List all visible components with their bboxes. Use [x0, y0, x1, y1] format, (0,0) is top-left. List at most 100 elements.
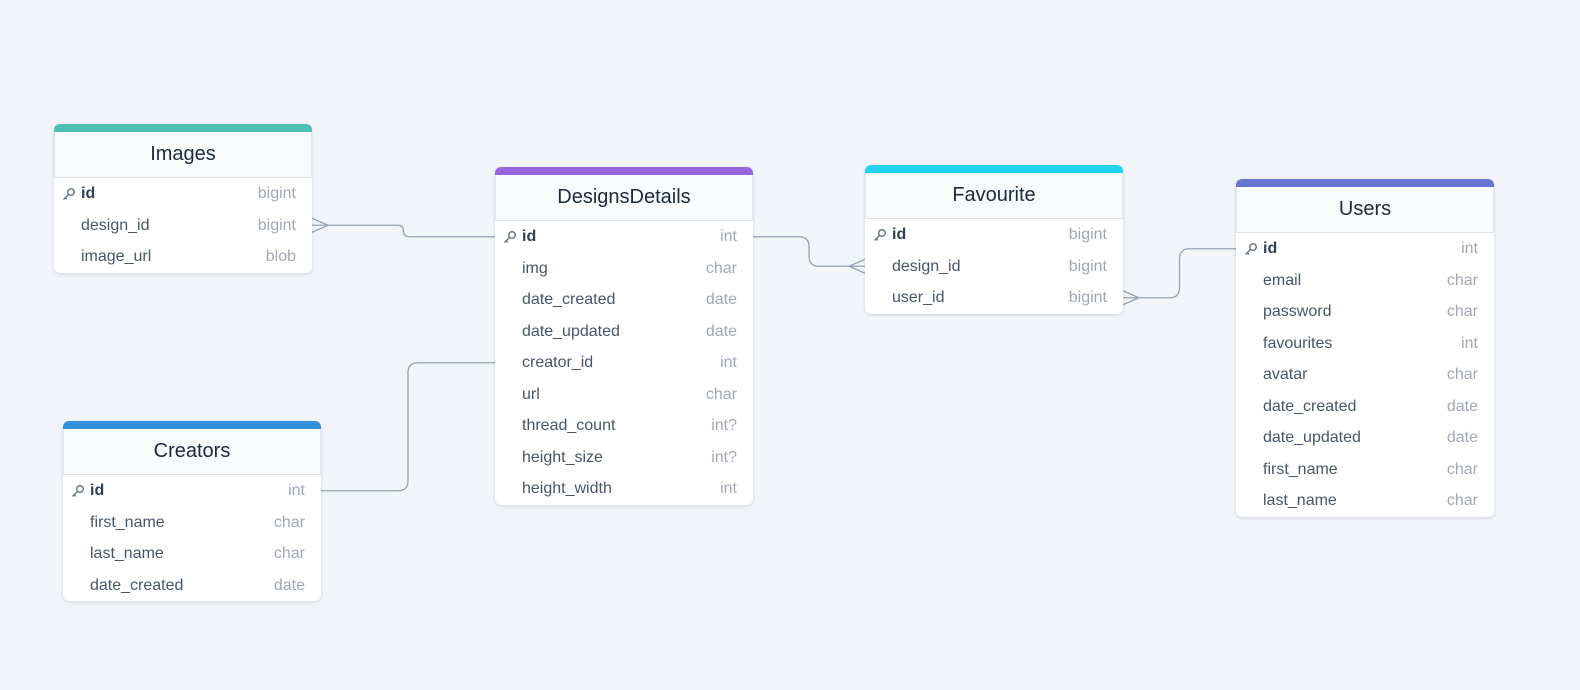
field-name: password — [1263, 303, 1332, 320]
field-row-image-url[interactable]: image_url blob — [54, 241, 312, 273]
field-type: char — [273, 513, 305, 531]
field-name: first_name — [90, 513, 165, 531]
field-name: email — [1263, 271, 1302, 289]
field-row-last-name[interactable]: last_name char — [63, 538, 321, 570]
field-row-favourites[interactable]: favourites int — [1236, 328, 1494, 360]
field-type: bigint — [257, 216, 296, 234]
field-type: char — [1446, 303, 1478, 320]
field-type: date — [273, 576, 305, 594]
field-type: char — [705, 385, 737, 403]
field-name: id — [892, 226, 907, 243]
table-title[interactable]: DesignsDetails — [495, 175, 753, 221]
table-accent-bar — [865, 165, 1123, 173]
relation-line-1 — [321, 362, 495, 492]
table-title[interactable]: Favourite — [865, 173, 1123, 219]
key-icon — [874, 229, 886, 241]
field-type: int — [288, 482, 305, 499]
table-title[interactable]: Images — [54, 132, 312, 178]
field-row-email[interactable]: email char — [1236, 265, 1494, 297]
field-name: date_created — [90, 576, 184, 594]
field-name: thread_count — [522, 417, 616, 434]
field-row-id[interactable]: id int — [495, 221, 753, 253]
field-row-date-updated[interactable]: date_updated date — [495, 316, 753, 348]
field-name: last_name — [1263, 492, 1337, 509]
field-name: url — [522, 385, 540, 403]
field-row-id[interactable]: id int — [1236, 233, 1494, 265]
field-name: img — [522, 259, 548, 277]
field-type: int — [1461, 240, 1478, 257]
relation-line-3 — [1123, 248, 1236, 299]
field-name: date_updated — [522, 322, 620, 340]
field-type: char — [273, 545, 305, 562]
field-type: bigint — [1068, 257, 1107, 275]
field-type: int? — [711, 448, 737, 466]
table-users[interactable]: Users id int email char password char favourite… — [1236, 179, 1494, 517]
field-name: id — [1263, 240, 1278, 257]
field-row-id[interactable]: id bigint — [54, 178, 312, 210]
field-type: char — [1446, 460, 1478, 478]
field-type: bigint — [1068, 289, 1107, 306]
field-type: date — [1446, 397, 1478, 415]
field-name: favourites — [1263, 334, 1333, 352]
crows-foot-marker — [847, 258, 866, 274]
field-type: date — [705, 322, 737, 340]
field-row-id[interactable]: id bigint — [865, 219, 1123, 251]
field-type: bigint — [1068, 226, 1107, 243]
field-type: char — [1446, 366, 1478, 383]
field-row-first-name[interactable]: first_name char — [63, 507, 321, 539]
field-row-password[interactable]: password char — [1236, 296, 1494, 328]
field-name: id — [81, 185, 96, 202]
key-icon — [504, 231, 516, 243]
field-row-creator-id[interactable]: creator_id int — [495, 347, 753, 379]
field-type: int — [720, 228, 737, 245]
field-name: image_url — [81, 248, 152, 265]
field-name: creator_id — [522, 354, 594, 371]
table-accent-bar — [495, 167, 753, 175]
field-row-date-created[interactable]: date_created date — [1236, 391, 1494, 423]
field-type: bigint — [257, 185, 296, 202]
table-accent-bar — [54, 124, 312, 132]
key-icon — [1245, 243, 1257, 255]
field-row-date-created[interactable]: date_created date — [495, 284, 753, 316]
field-name: id — [522, 228, 537, 245]
field-type: int — [720, 354, 737, 371]
field-name: design_id — [892, 257, 961, 275]
field-name: date_created — [1263, 397, 1357, 415]
field-type: date — [705, 291, 737, 308]
field-name: date_created — [522, 291, 616, 308]
crows-foot-marker — [311, 217, 330, 233]
field-type: int — [1461, 334, 1478, 352]
field-type: blob — [265, 248, 296, 265]
field-row-url[interactable]: url char — [495, 379, 753, 411]
key-icon — [72, 485, 84, 497]
field-name: height_size — [522, 448, 603, 466]
field-row-date-created[interactable]: date_created date — [63, 570, 321, 602]
table-title[interactable]: Creators — [63, 429, 321, 475]
crows-foot-marker — [1122, 290, 1141, 306]
field-row-design-id[interactable]: design_id bigint — [865, 251, 1123, 283]
field-name: last_name — [90, 545, 164, 562]
table-title[interactable]: Users — [1236, 187, 1494, 233]
key-icon — [63, 188, 75, 200]
relation-line-0 — [312, 224, 495, 238]
table-accent-bar — [63, 421, 321, 429]
field-row-height-size[interactable]: height_size int? — [495, 442, 753, 474]
field-row-first-name[interactable]: first_name char — [1236, 454, 1494, 486]
field-type: char — [1446, 271, 1478, 289]
field-name: first_name — [1263, 460, 1338, 478]
